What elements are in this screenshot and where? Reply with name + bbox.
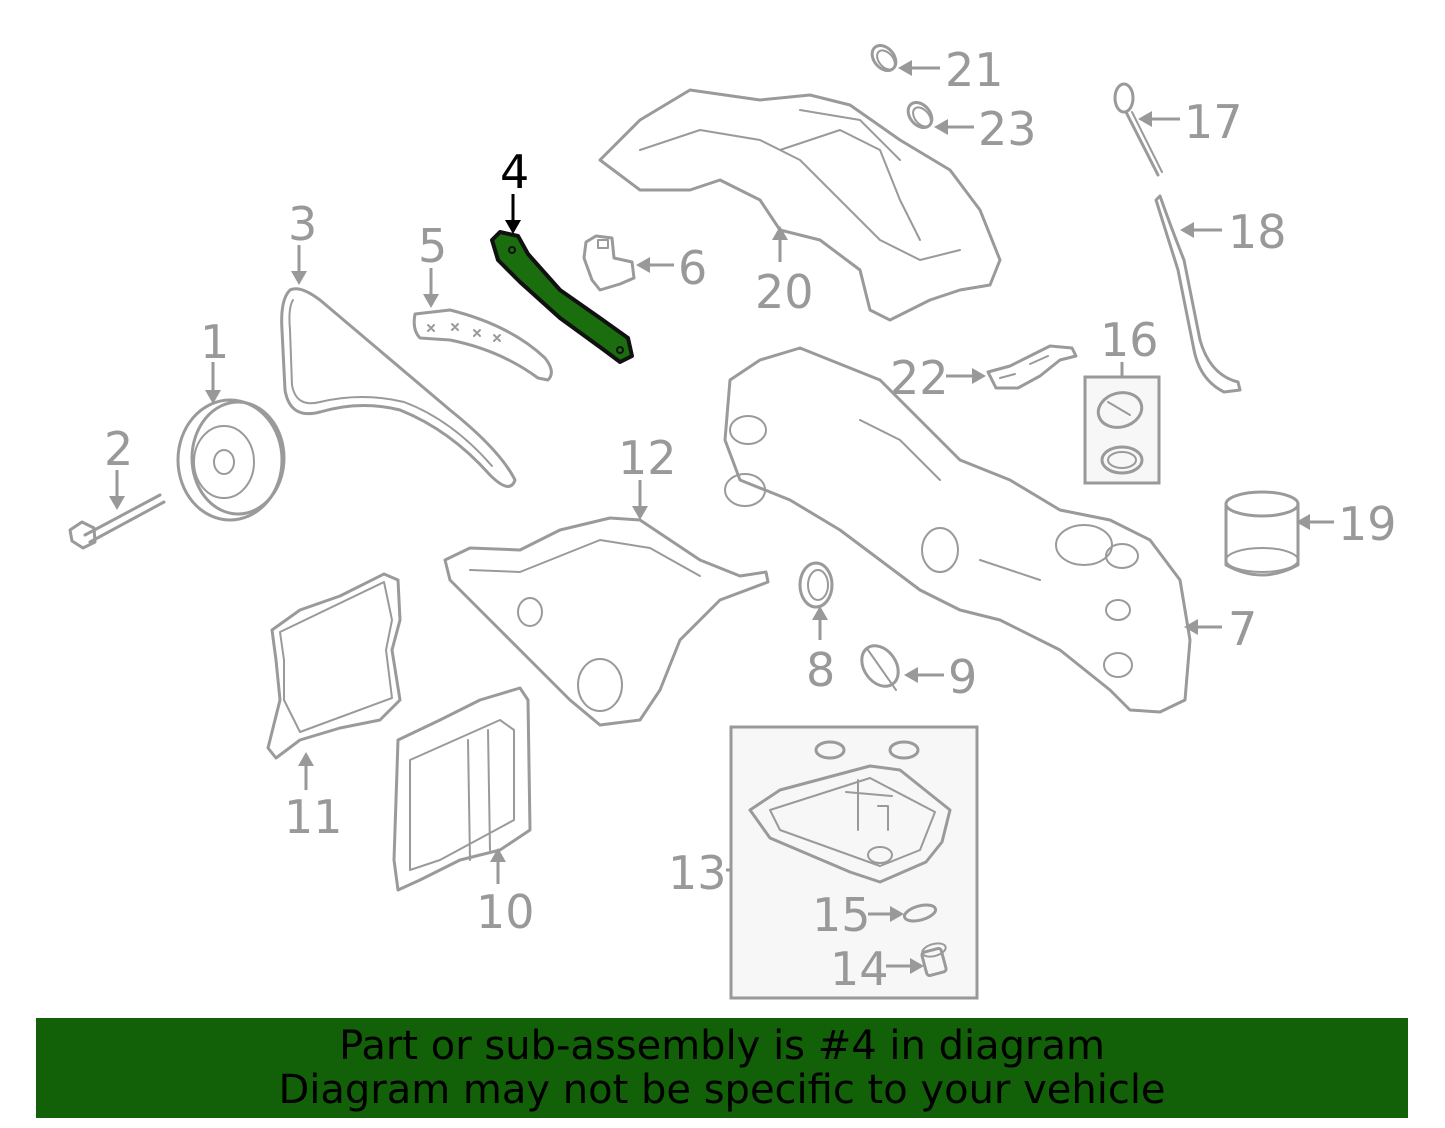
part-11-cover-gasket[interactable] bbox=[266, 572, 402, 760]
label-5: 5 bbox=[418, 219, 447, 273]
part-7-timing-cover[interactable] bbox=[723, 346, 1192, 714]
label-18: 18 bbox=[1228, 205, 1287, 259]
label-9: 9 bbox=[948, 650, 977, 704]
label-10: 10 bbox=[476, 885, 535, 939]
label-17: 17 bbox=[1184, 95, 1243, 149]
part-23-o-ring[interactable] bbox=[903, 98, 936, 132]
label-1: 1 bbox=[200, 315, 229, 369]
parts-diagram: 1 2 3 4 5 6 20 bbox=[68, 41, 1397, 1000]
label-22: 22 bbox=[890, 351, 949, 405]
part-1-crank-pulley[interactable] bbox=[176, 398, 286, 522]
part-9-sensor[interactable] bbox=[854, 639, 905, 693]
part-12-oil-pan-upper[interactable] bbox=[443, 516, 770, 727]
label-20: 20 bbox=[755, 265, 814, 319]
part-18-dipstick-tube[interactable] bbox=[1154, 194, 1242, 394]
part-2-bolt[interactable] bbox=[68, 493, 166, 550]
info-banner: Part or sub-assembly is #4 in diagram Di… bbox=[36, 1018, 1408, 1118]
part-8-oil-seal[interactable] bbox=[798, 561, 834, 609]
banner-disclaimer-line: Diagram may not be specific to your vehi… bbox=[278, 1067, 1166, 1113]
part-4-chain-guide-highlighted[interactable] bbox=[490, 230, 634, 364]
part-17-dipstick[interactable] bbox=[1113, 82, 1163, 177]
part-6-tensioner[interactable] bbox=[582, 234, 636, 292]
label-16: 16 bbox=[1100, 313, 1159, 367]
label-23: 23 bbox=[978, 102, 1037, 156]
label-6: 6 bbox=[678, 241, 707, 295]
label-21: 21 bbox=[945, 43, 1004, 97]
part-14-drain-plug[interactable] bbox=[920, 941, 948, 978]
part-5-chain-tensioner-guide[interactable] bbox=[412, 308, 553, 382]
label-11: 11 bbox=[284, 790, 343, 844]
label-12: 12 bbox=[618, 431, 677, 485]
part-10-valve-cover[interactable] bbox=[392, 686, 532, 892]
label-2: 2 bbox=[104, 422, 133, 476]
part-16-oil-filler-cap-kit[interactable] bbox=[1083, 375, 1161, 485]
banner-part-line: Part or sub-assembly is #4 in diagram bbox=[339, 1023, 1105, 1069]
part-3-timing-belt[interactable] bbox=[280, 287, 517, 488]
label-19: 19 bbox=[1338, 497, 1397, 551]
label-15: 15 bbox=[812, 888, 871, 942]
part-22-intake-gasket[interactable] bbox=[986, 344, 1078, 390]
label-14: 14 bbox=[830, 942, 889, 996]
part-21-o-ring[interactable] bbox=[867, 41, 900, 75]
label-4: 4 bbox=[500, 145, 529, 199]
part-15-drain-plug-gasket[interactable] bbox=[902, 902, 938, 924]
label-7: 7 bbox=[1228, 602, 1257, 656]
label-8: 8 bbox=[806, 643, 835, 697]
label-13: 13 bbox=[668, 846, 727, 900]
part-20-intake-manifold[interactable] bbox=[598, 88, 1002, 322]
part-13-oil-pan-kit[interactable] bbox=[729, 725, 979, 1000]
part-19-oil-filter[interactable] bbox=[1224, 490, 1300, 577]
label-3: 3 bbox=[288, 197, 317, 251]
